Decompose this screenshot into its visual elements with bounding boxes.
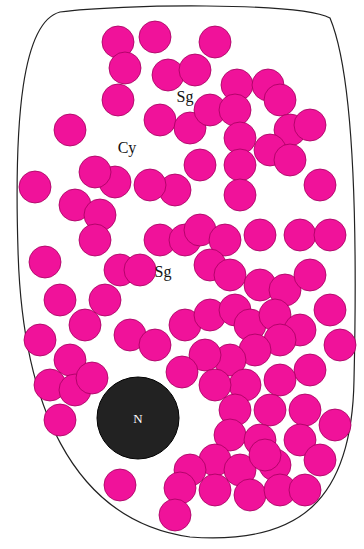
granule <box>199 26 231 58</box>
granule <box>44 284 76 316</box>
granule <box>234 479 266 511</box>
granule <box>166 356 198 388</box>
granule <box>144 104 176 136</box>
granule <box>264 364 296 396</box>
granule <box>69 309 101 341</box>
granule <box>139 329 171 361</box>
part-label: Sg <box>177 89 194 105</box>
granule <box>44 404 76 436</box>
granule <box>76 362 108 394</box>
granule <box>294 259 326 291</box>
granule <box>24 324 56 356</box>
nucleus-circle: N <box>96 376 180 460</box>
granule <box>224 179 256 211</box>
granule <box>294 354 326 386</box>
granule <box>314 219 346 251</box>
region-label: Cy <box>118 140 137 156</box>
nucleus-shape <box>97 377 179 459</box>
granule <box>199 474 231 506</box>
granule <box>79 156 111 188</box>
granule <box>324 329 356 361</box>
granule <box>152 59 184 91</box>
granule <box>289 474 321 506</box>
granule <box>314 294 346 326</box>
granule <box>179 54 211 86</box>
granule <box>304 444 336 476</box>
part-label: Sg <box>155 264 172 280</box>
granule <box>254 394 286 426</box>
granule <box>284 219 316 251</box>
granule <box>264 84 296 116</box>
granule <box>249 439 281 471</box>
granule <box>19 171 51 203</box>
granule <box>289 394 321 426</box>
cell-membrane <box>17 6 355 538</box>
granule <box>54 114 86 146</box>
granule <box>214 259 246 291</box>
granule <box>219 94 251 126</box>
granule <box>244 219 276 251</box>
granule <box>109 52 141 84</box>
granule <box>294 109 326 141</box>
granule <box>104 469 136 501</box>
granule <box>134 169 166 201</box>
granule <box>184 149 216 181</box>
granule <box>29 246 61 278</box>
granule <box>304 169 336 201</box>
granule <box>102 84 134 116</box>
granule <box>274 144 306 176</box>
nucleus-label: N <box>133 412 142 425</box>
granule <box>164 472 196 504</box>
granule <box>159 499 191 531</box>
granule <box>224 149 256 181</box>
granule <box>139 21 171 53</box>
granule <box>124 254 156 286</box>
granule <box>79 224 111 256</box>
granule <box>319 409 351 441</box>
